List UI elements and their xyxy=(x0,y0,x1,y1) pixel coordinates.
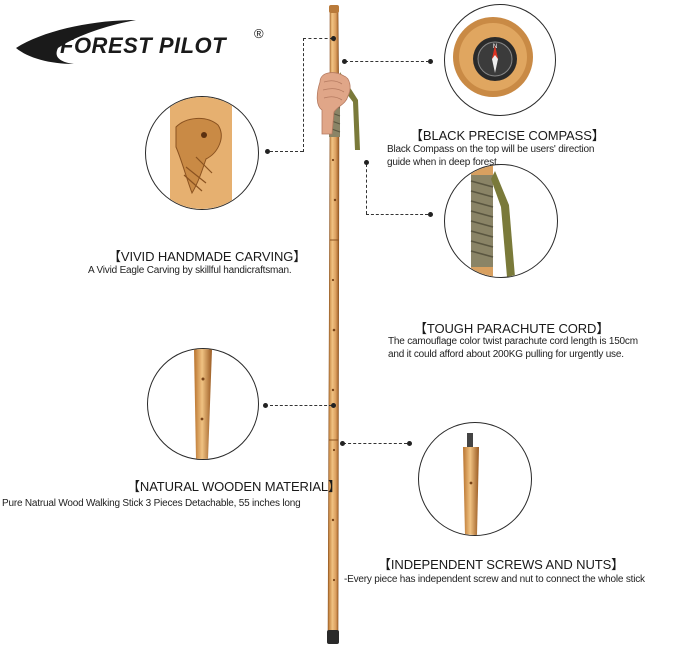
compass-detail-image: N xyxy=(444,4,556,116)
registered-mark: ® xyxy=(254,26,264,41)
cord-desc-line2: and it could afford about 200KG pulling … xyxy=(388,349,624,360)
wood-title: 【NATURAL WOODEN MATERIAL】 xyxy=(127,479,341,494)
brand-name: FOREST PILOT xyxy=(60,33,227,58)
swoosh-logo-icon xyxy=(16,20,136,64)
cord-pointer-dot xyxy=(428,212,433,217)
cord-connector-h xyxy=(366,214,428,215)
screws-pointer-dot xyxy=(407,441,412,446)
wood-pointer-dot xyxy=(263,403,268,408)
carving-desc: A Vivid Eagle Carving by skillful handic… xyxy=(88,265,292,276)
carving-detail-image xyxy=(145,96,259,210)
parachute-cord-icon xyxy=(470,165,515,277)
screws-connector-line xyxy=(343,443,407,444)
screws-desc: -Every piece has independent screw and n… xyxy=(344,574,645,585)
wood-connector-line xyxy=(270,405,332,406)
carving-connector-h xyxy=(270,151,303,152)
compass-pointer-dot xyxy=(428,59,433,64)
carving-connector-v xyxy=(303,38,304,152)
wood-anchor-dot xyxy=(331,403,336,408)
carving-pointer-dot xyxy=(265,149,270,154)
compass-icon: N xyxy=(446,6,554,114)
svg-text:N: N xyxy=(493,44,497,50)
compass-desc-line1: Black Compass on the top will be users' … xyxy=(387,144,595,155)
hand-icon xyxy=(316,72,351,135)
stick-anchor-dot xyxy=(342,59,347,64)
wood-detail-image xyxy=(147,348,259,460)
screws-anchor-dot xyxy=(340,441,345,446)
compass-title: 【BLACK PRECISE COMPASS】 xyxy=(410,128,605,143)
carving-connector-top xyxy=(303,38,333,39)
cord-desc-line1: The camouflage color twist parachute cor… xyxy=(388,336,638,347)
eagle-carving-icon xyxy=(170,97,232,209)
screws-detail-image xyxy=(418,422,532,536)
cord-title: 【TOUGH PARACHUTE CORD】 xyxy=(414,321,610,336)
cord-detail-image xyxy=(444,164,558,278)
carving-title: 【VIVID HANDMADE CARVING】 xyxy=(108,249,307,264)
wood-desc: Pure Natrual Wood Walking Stick 3 Pieces… xyxy=(2,498,301,509)
compass-connector-line xyxy=(345,61,429,62)
compass-desc-line2: guide when in deep forest. xyxy=(387,157,500,168)
cord-connector-v xyxy=(366,164,367,214)
screw-nut-icon xyxy=(463,433,479,535)
brand-logo xyxy=(14,18,274,66)
carving-anchor-dot xyxy=(331,36,336,41)
screws-title: 【INDEPENDENT SCREWS AND NUTS】 xyxy=(378,557,625,572)
wood-shaft-icon xyxy=(194,349,212,459)
cord-anchor-dot xyxy=(364,160,369,165)
